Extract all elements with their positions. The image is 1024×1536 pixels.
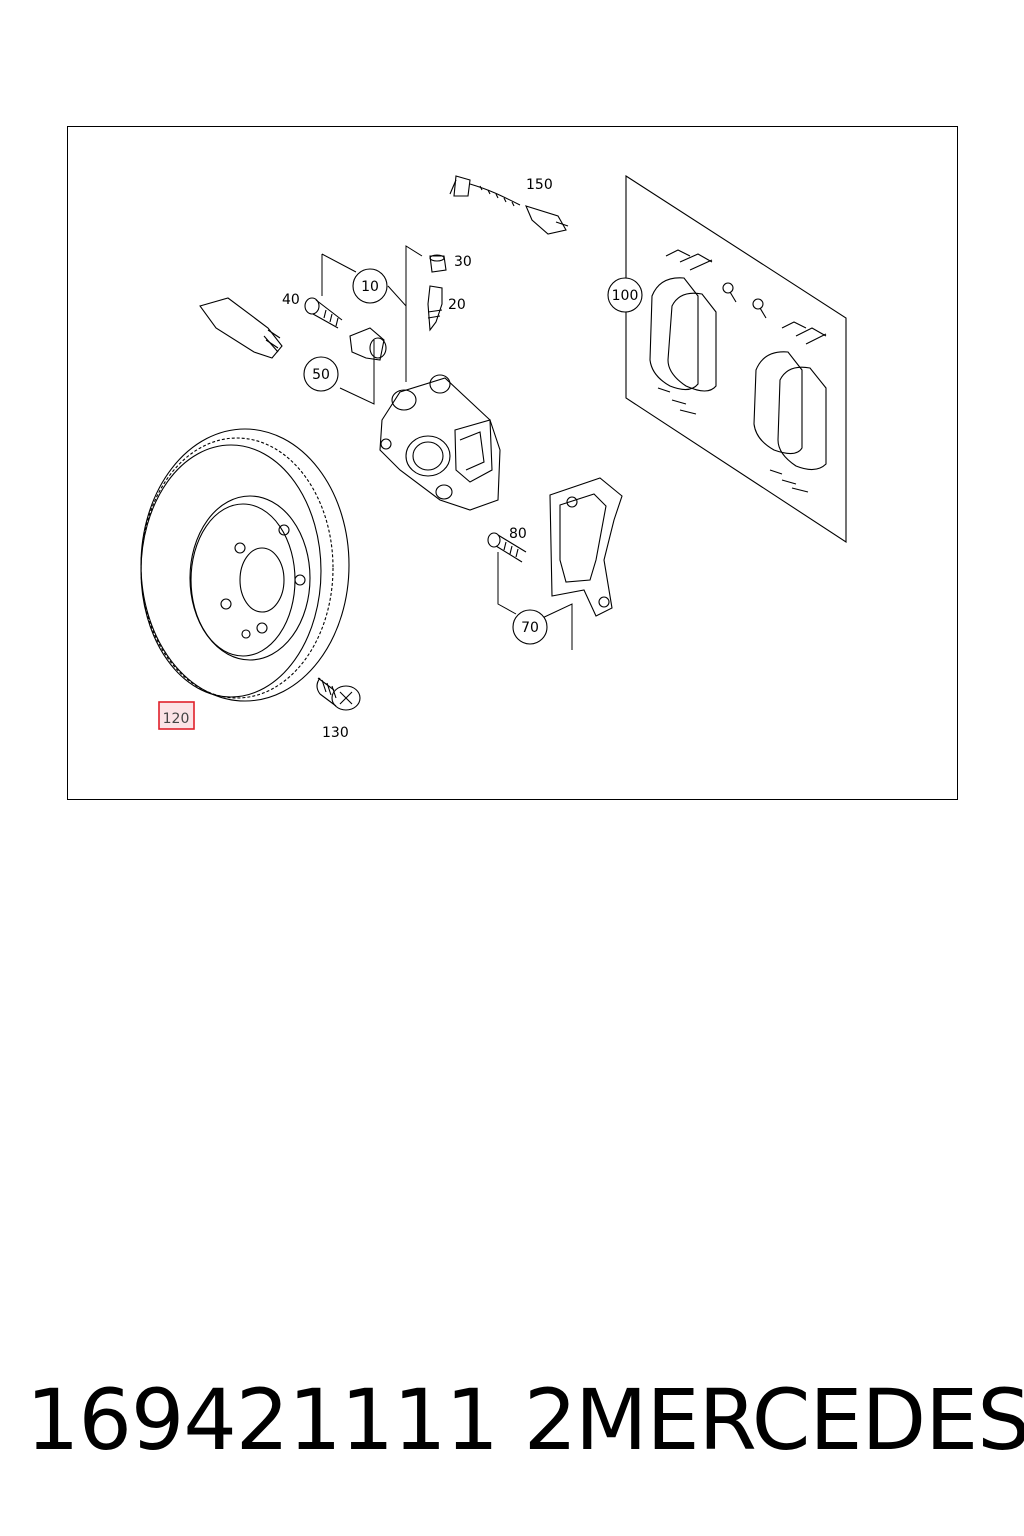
callout-70: 70 [521, 620, 539, 636]
callout-labels: 150 30 10 40 20 100 50 80 70 120 130 [158, 177, 643, 741]
caliper-drawing [379, 374, 501, 511]
guide-bolt-drawing [304, 297, 387, 361]
callout-leader-lines [321, 245, 573, 650]
callout-40: 40 [282, 292, 300, 308]
caption: 169421111 2 MERCEDES [0, 1360, 1024, 1480]
brand-name: MERCEDES [575, 1371, 1024, 1469]
bleed-screw-drawing [427, 254, 447, 332]
callout-100: 100 [612, 288, 639, 304]
callout-30: 30 [454, 254, 472, 270]
brake-pad-set-drawing [625, 174, 847, 544]
caliper-bracket-drawing [549, 477, 623, 617]
brake-disc-drawing [140, 428, 350, 702]
callout-120: 120 [163, 711, 190, 727]
diagram-frame [67, 126, 958, 800]
wear-sensor-drawing [449, 175, 569, 235]
callout-130: 130 [322, 725, 349, 741]
callout-120-highlight [158, 701, 195, 730]
brake-assembly-diagram: 150 30 10 40 20 100 50 80 70 120 130 [140, 174, 847, 741]
callout-50: 50 [312, 367, 330, 383]
callout-20: 20 [448, 297, 466, 313]
disc-screw-drawing [316, 677, 361, 711]
callout-150: 150 [526, 177, 553, 193]
callout-80: 80 [509, 526, 527, 542]
bracket-bolt-drawing [487, 532, 527, 563]
grease-tube-drawing [199, 297, 283, 359]
callout-10: 10 [361, 279, 379, 295]
part-number: 169421111 2 [26, 1371, 577, 1469]
